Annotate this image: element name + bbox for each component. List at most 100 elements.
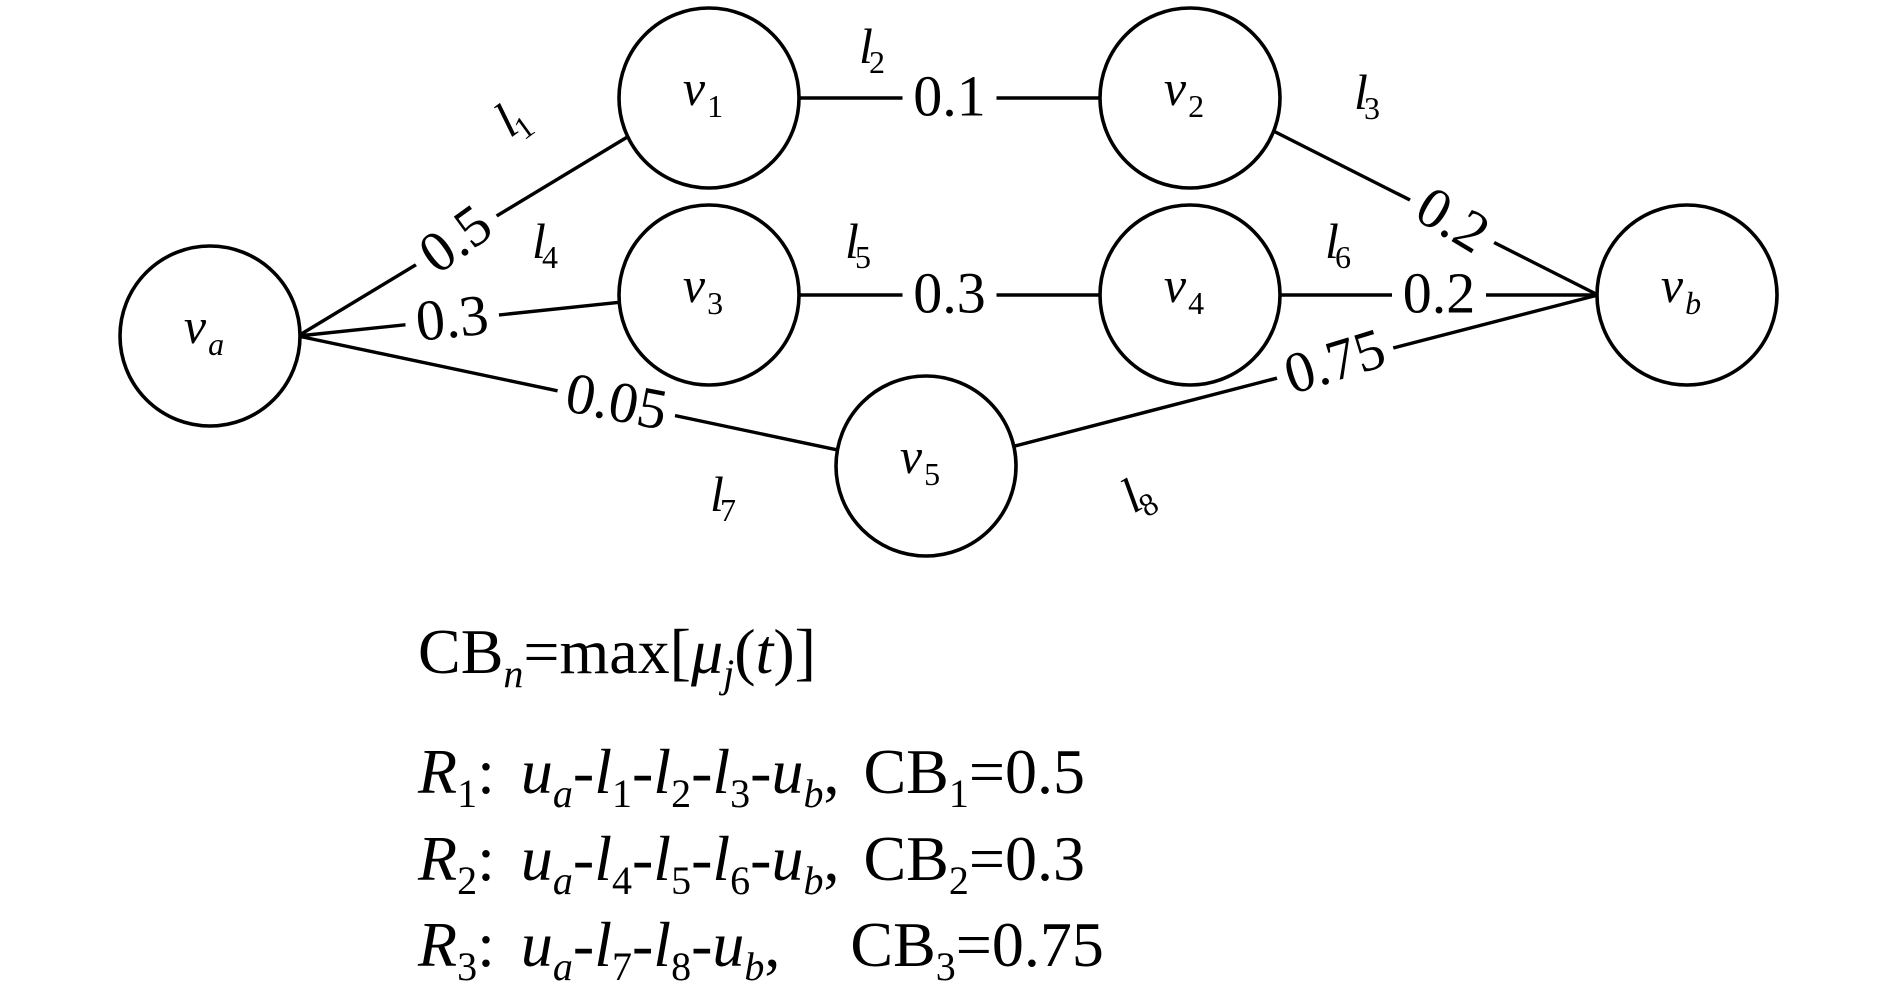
route-path-sep: - (631, 736, 654, 807)
node-label-letter: v (1661, 257, 1684, 313)
route-colon: : (477, 736, 495, 807)
route-path-term: l (653, 909, 672, 980)
edge-link-letter: l (710, 466, 724, 522)
route-path-term-sub: 1 (611, 771, 632, 816)
edge-weight-text-l7: 0.05 (561, 359, 673, 442)
node-label-v4: v4 (1164, 257, 1204, 321)
edge-weight-bg-l3 (1399, 176, 1505, 267)
route-1: R1:ua-l1-l2-l3-ub,CB1=0.5 (418, 740, 1085, 814)
route-path-term: u (771, 823, 804, 894)
node-label-letter: v (1164, 257, 1187, 313)
cb-definition-open: ( (734, 616, 756, 687)
cb-definition-lhs-sub: n (503, 651, 524, 696)
route-path-term: l (594, 909, 612, 980)
node-label-letter: v (1164, 60, 1187, 116)
node-v2: v2 (1098, 6, 1282, 190)
route-comma: , (823, 823, 840, 894)
route-name-sub: 1 (457, 771, 478, 816)
node-label-sub: 4 (1188, 285, 1204, 321)
route-name: R (418, 909, 458, 980)
route-path-sep: - (572, 823, 595, 894)
edge-link-sub: 7 (720, 492, 736, 528)
node-va: va (118, 244, 302, 428)
node-v1: v1 (617, 6, 801, 190)
node-circle-v2 (1098, 6, 1282, 190)
edge-weight-bg-l2 (902, 74, 997, 122)
route-path-term-sub: 2 (671, 771, 692, 816)
route-path-sep: - (691, 736, 713, 807)
route-path-term: l (594, 736, 612, 807)
node-label-v5: v5 (900, 428, 940, 492)
route-path-sep: - (631, 823, 654, 894)
edge-link-sub: 2 (869, 44, 885, 80)
route-cb-value: =0.75 (955, 909, 1104, 980)
node-label-sub: 1 (707, 88, 723, 124)
route-cb-sub: 2 (948, 858, 969, 903)
node-v4: v4 (1098, 203, 1282, 387)
edge-weight-bg-l1 (404, 193, 509, 288)
cb-definition-eq: =max[ (523, 616, 691, 687)
edge-link-label-l8: l8 (1111, 462, 1164, 529)
route-path-term-sub: 8 (671, 944, 692, 989)
edge-link-label-l6: l6 (1325, 213, 1351, 275)
route-path-term-sub: a (552, 944, 573, 989)
node-label-sub: a (208, 326, 224, 362)
route-cb-sub: 1 (948, 771, 969, 816)
route-path-term: u (520, 909, 553, 980)
route-colon: : (477, 823, 495, 894)
route-path-term-sub: b (803, 858, 824, 903)
node-v5: v5 (834, 374, 1018, 558)
route-3: R3:ua-l7-l8-ub,CB3=0.75 (418, 913, 1104, 987)
node-label-v3: v3 (683, 257, 723, 321)
route-name: R (418, 736, 458, 807)
edge-weight-bg-l7 (552, 368, 680, 439)
edge-weight-text-l2: 0.1 (913, 63, 986, 128)
edge-weight-bg-l4 (402, 291, 502, 349)
edge-link-label-l4: l4 (532, 213, 558, 275)
edge-link-sub: 4 (542, 239, 558, 275)
edge-weight-l1: 0.5 (404, 191, 509, 288)
route-path-sep: - (750, 823, 772, 894)
edge-weight-text-l5: 0.3 (913, 260, 986, 325)
cb-definition-arg: t (755, 616, 774, 687)
route-path-term-sub: a (552, 858, 573, 903)
edge-link-letter: l (1325, 213, 1339, 269)
edge-link-sub: 5 (855, 239, 871, 275)
route-path-term: l (594, 823, 612, 894)
route-path-sep: - (631, 909, 654, 980)
route-path-sep: - (691, 823, 713, 894)
node-label-sub: 2 (1188, 88, 1204, 124)
route-path-term-sub: b (744, 944, 765, 989)
route-cb: CB (863, 736, 949, 807)
edge-link-label-l3: l3 (1354, 64, 1380, 126)
route-colon: : (477, 909, 495, 980)
node-label-letter: v (683, 257, 706, 313)
route-path-sep: - (572, 909, 595, 980)
edge-weight-bg-l6 (1392, 271, 1486, 319)
route-cb: CB (850, 909, 936, 980)
cb-definition-close: )] (773, 616, 816, 687)
node-circle-v1 (617, 6, 801, 190)
route-cb-value: =0.3 (968, 823, 1085, 894)
route-path-term: u (771, 736, 804, 807)
node-label-letter: v (683, 60, 706, 116)
route-path-term: l (653, 736, 672, 807)
edge-weight-text-l1: 0.5 (407, 191, 504, 286)
route-path-sep: - (691, 909, 713, 980)
edge-weight-l8: 0.75 (1270, 315, 1400, 407)
route-path-term: l (712, 736, 731, 807)
node-label-v2: v2 (1164, 60, 1204, 124)
route-comma: , (823, 736, 840, 807)
route-path-term: u (520, 736, 553, 807)
edge-link-letter: l (859, 18, 873, 74)
route-path-sep: - (750, 736, 772, 807)
node-vb: vb (1595, 203, 1779, 387)
route-cb: CB (863, 823, 949, 894)
edge-link-sub: 6 (1335, 239, 1351, 275)
node-label-sub: 3 (707, 285, 723, 321)
route-path-term-sub: a (552, 771, 573, 816)
cb-definition-mu-sub: j (723, 651, 735, 696)
edge-weight-bg-l8 (1270, 322, 1400, 404)
node-label-v1: v1 (683, 60, 723, 124)
